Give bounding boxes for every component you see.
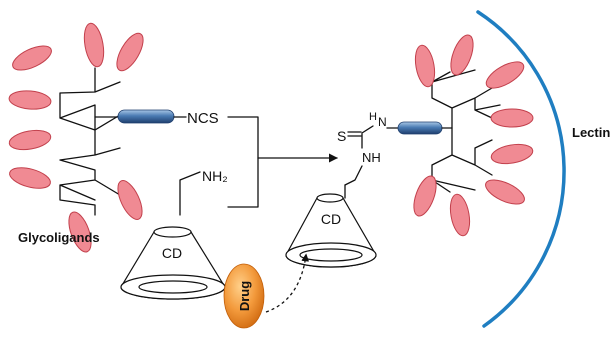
amine-tether <box>179 171 201 216</box>
sugar-unit <box>116 32 144 72</box>
thiourea-bond <box>361 125 374 134</box>
cyclodextrin-rim-top <box>316 193 344 203</box>
sugar-unit <box>68 211 92 253</box>
sugar-unit <box>485 179 525 205</box>
lectin-label: Lectin <box>572 125 610 140</box>
sugar-unit <box>450 34 474 76</box>
cyclodextrin-left: NH₂ CD <box>120 168 228 300</box>
ncs-label: NCS <box>187 110 219 127</box>
thiourea-h-label: H <box>369 111 377 123</box>
product-conjugate: S H N NH CD <box>285 111 453 268</box>
cyclodextrin-rim-inner <box>299 248 363 262</box>
sugar-unit <box>490 108 534 128</box>
dashed-curved-arrow-icon <box>265 253 310 313</box>
sugar-unit <box>413 175 437 217</box>
reaction-arrow <box>227 116 338 208</box>
glycoligand-right <box>413 34 534 237</box>
sugar-unit <box>12 45 52 71</box>
lectin-arc <box>476 10 566 328</box>
dendron-skeleton <box>431 69 501 193</box>
drug-molecule: Drug <box>223 263 265 329</box>
cd-label-left: CD <box>162 245 182 261</box>
cd-tether <box>344 165 363 186</box>
sugar-unit <box>117 180 143 220</box>
glycoligand-left: NCS <box>8 22 219 253</box>
sugar-unit <box>9 167 51 189</box>
nh2-label: NH₂ <box>202 168 228 184</box>
nh-label: NH <box>362 150 381 165</box>
combine-bracket <box>227 116 259 208</box>
sugar-unit <box>8 129 52 151</box>
cyclodextrin-rim-inner <box>138 280 208 294</box>
linker-cylinder <box>397 121 443 135</box>
sugar-unit <box>485 61 525 89</box>
drug-capsule <box>223 263 265 329</box>
cyclodextrin-rim-top <box>153 226 192 238</box>
sugar-unit <box>449 193 471 237</box>
sulfur-label: S <box>337 128 346 144</box>
linker-cylinder <box>117 109 175 124</box>
sugar-unit <box>83 22 105 68</box>
glycoligands-label: Glycoligands <box>18 230 100 245</box>
sugar-unit <box>8 90 52 110</box>
thiourea-n-label: N <box>378 115 387 129</box>
drug-label: Drug <box>237 281 252 311</box>
sugar-unit <box>414 44 436 88</box>
sugar-unit <box>490 143 534 165</box>
cd-label-right: CD <box>321 211 341 227</box>
dendron-skeleton <box>59 67 121 216</box>
